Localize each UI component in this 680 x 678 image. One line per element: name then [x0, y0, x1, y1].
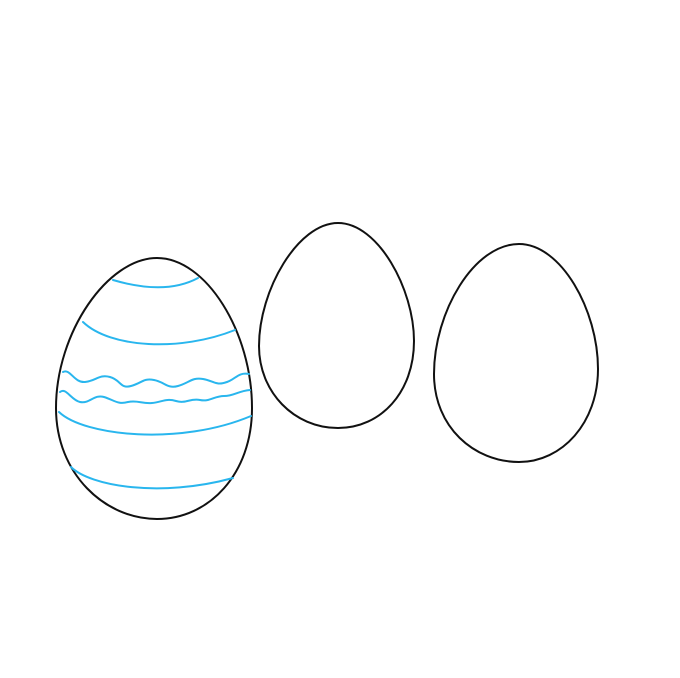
plain-egg-outline: [258, 222, 415, 429]
plain-egg-outline: [433, 243, 599, 463]
egg-stripe-curved: [112, 277, 199, 289]
egg-stripe-curved: [70, 466, 234, 490]
decorated-egg: [55, 257, 253, 520]
egg-stripe-wavy: [62, 370, 250, 388]
egg-stripe-wavy: [59, 389, 251, 405]
decorated-egg-outline: [55, 257, 253, 520]
plain-egg: [433, 243, 599, 463]
egg-stripe-curved: [82, 321, 236, 346]
egg-stripe-curved: [58, 411, 252, 436]
plain-egg: [258, 222, 415, 429]
